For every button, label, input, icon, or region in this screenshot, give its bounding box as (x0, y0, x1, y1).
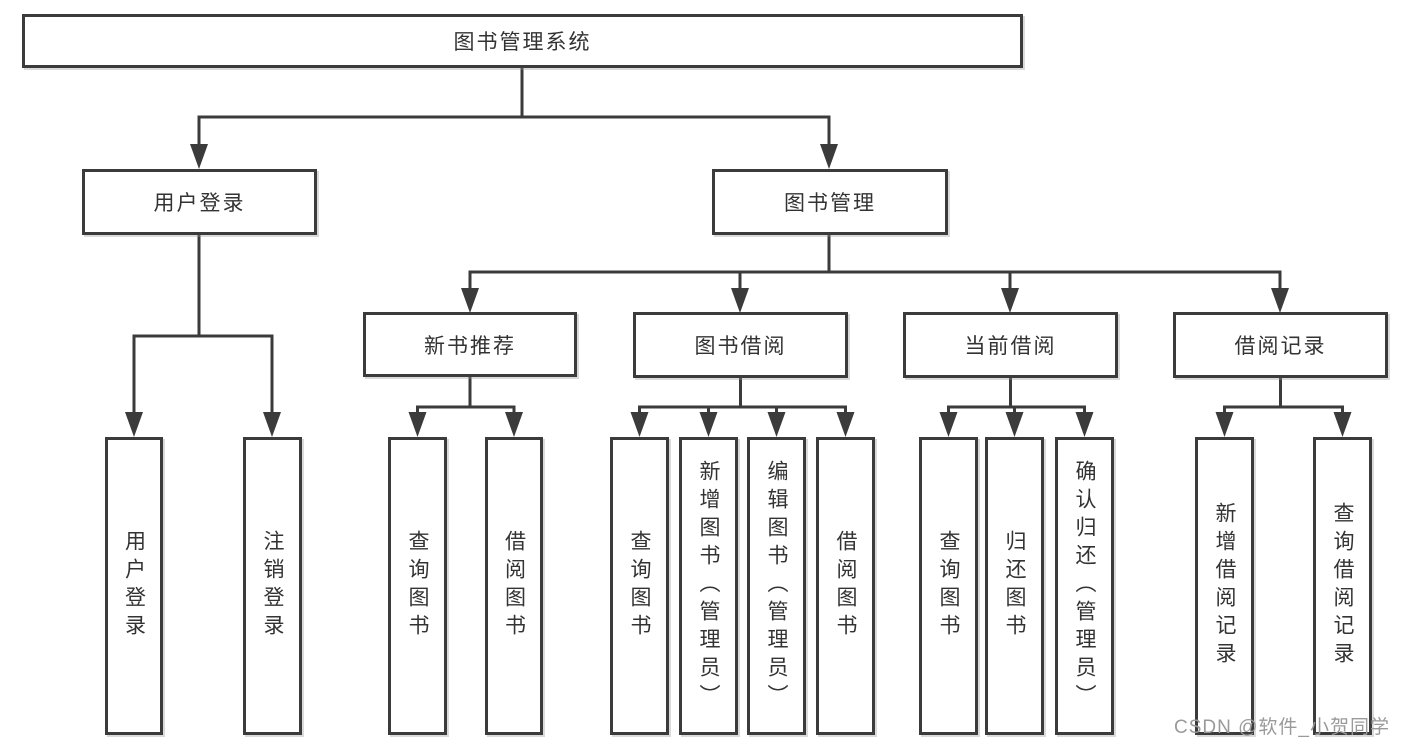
node-label-current-return-books: 归还图书 (1003, 530, 1026, 642)
node-user-login-group: 用户登录 (82, 169, 317, 235)
node-user-login: 用户登录 (105, 437, 163, 735)
node-label-current-borrowing: 当前借阅 (964, 335, 1057, 358)
node-newbook-query-books: 查询图书 (388, 437, 447, 735)
node-label-new-book-recommendation: 新书推荐 (424, 334, 516, 358)
csdn-watermark: CSDN @软件_小贺同学 (1174, 717, 1390, 738)
node-label-current-confirm-return-admin: 确认归还（管理员） (1073, 460, 1096, 712)
node-label-user-login: 用户登录 (122, 530, 146, 642)
node-label-borrowing-records: 借阅记录 (1234, 335, 1327, 358)
node-label-records-query-borrow-record: 查询借阅记录 (1331, 502, 1354, 670)
node-label-current-query-books: 查询图书 (937, 530, 960, 642)
node-label-book-management: 图书管理 (784, 192, 876, 215)
node-borrowing-records: 借阅记录 (1173, 312, 1388, 378)
node-borrow-add-books-admin: 新增图书（管理员） (679, 437, 738, 735)
node-current-return-books: 归还图书 (985, 437, 1044, 735)
node-library-management-system: 图书管理系统 (22, 14, 1023, 68)
node-logout: 注销登录 (243, 437, 302, 735)
node-current-borrowing: 当前借阅 (903, 312, 1118, 378)
node-borrow-borrow-books: 借阅图书 (816, 437, 875, 735)
node-label-root: 图书管理系统 (453, 31, 592, 54)
node-new-book-recommendation: 新书推荐 (363, 312, 577, 377)
node-records-query-borrow-record: 查询借阅记录 (1313, 437, 1372, 735)
node-label-borrow-borrow-books: 借阅图书 (834, 530, 857, 642)
node-label-records-add-borrow-record: 新增借阅记录 (1213, 502, 1236, 670)
node-current-confirm-return-admin: 确认归还（管理员） (1055, 437, 1114, 735)
node-label-book-borrowing: 图书借阅 (694, 335, 787, 358)
node-label-borrow-add-books-admin: 新增图书（管理员） (697, 460, 720, 712)
node-newbook-borrow-books: 借阅图书 (485, 437, 543, 735)
node-current-query-books: 查询图书 (919, 437, 978, 735)
node-borrow-query-books: 查询图书 (610, 437, 669, 735)
node-label-newbook-borrow-books: 借阅图书 (502, 530, 526, 642)
node-label-borrow-query-books: 查询图书 (628, 530, 651, 642)
arrowheads (125, 144, 1352, 437)
node-label-user-login-group: 用户登录 (153, 192, 246, 215)
node-records-add-borrow-record: 新增借阅记录 (1195, 437, 1254, 735)
node-book-management: 图书管理 (712, 169, 948, 235)
node-label-logout: 注销登录 (261, 530, 284, 642)
node-book-borrowing: 图书借阅 (633, 312, 848, 378)
node-label-newbook-query-books: 查询图书 (406, 530, 429, 642)
node-borrow-edit-books-admin: 编辑图书（管理员） (747, 437, 806, 735)
node-label-borrow-edit-books-admin: 编辑图书（管理员） (765, 460, 788, 712)
